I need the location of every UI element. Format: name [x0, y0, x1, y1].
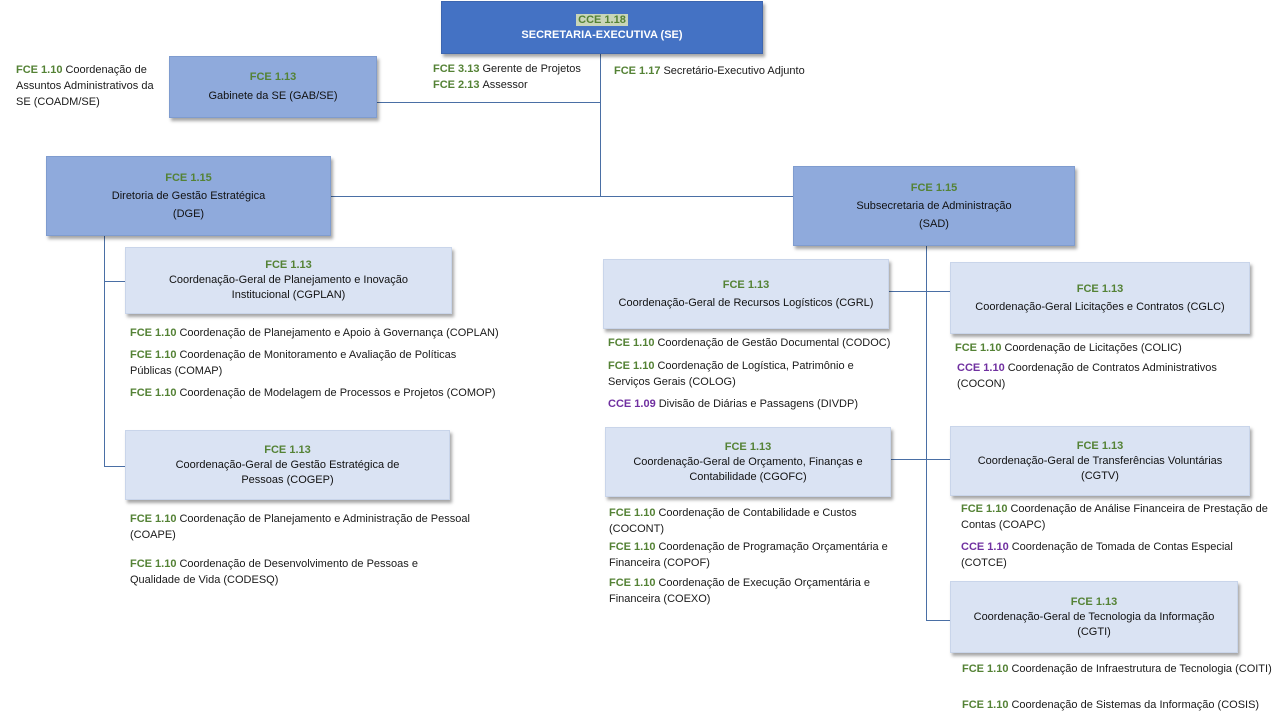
- connector-dge-vertical: [104, 236, 105, 466]
- cgplan-box[interactable]: FCE 1.13 Coordenação-Geral de Planejamen…: [125, 247, 452, 314]
- connector-sad-vertical: [926, 246, 927, 620]
- cgrl-box[interactable]: FCE 1.13 Coordenação-Geral de Recursos L…: [603, 259, 889, 329]
- cgti-box[interactable]: FCE 1.13 Coordenação-Geral de Tecnologia…: [950, 581, 1238, 653]
- connector-se-vertical: [600, 54, 601, 196]
- cgtv-box[interactable]: FCE 1.13 Coordenação-Geral de Transferên…: [950, 426, 1250, 496]
- sad-box[interactable]: FCE 1.15 Subsecretaria de Administração …: [793, 166, 1075, 246]
- se-name: SECRETARIA-EXECUTIVA (SE): [521, 28, 683, 41]
- cogep-box[interactable]: FCE 1.13 Coordenação-Geral de Gestão Est…: [125, 430, 450, 500]
- connector-dge-sad: [331, 196, 793, 197]
- connector-cgplan: [104, 281, 125, 282]
- connector-cogep: [104, 466, 125, 467]
- cgofc-box[interactable]: FCE 1.13 Coordenação-Geral de Orçamento,…: [605, 427, 891, 497]
- connector-cgofc-cgtv: [891, 459, 950, 460]
- gab-box[interactable]: FCE 1.13 Gabinete da SE (GAB/SE): [169, 56, 377, 118]
- connector-cgrl-cglc: [889, 291, 950, 292]
- connector-cgti: [926, 620, 950, 621]
- connector-gab: [377, 102, 601, 103]
- se-box[interactable]: CCE 1.18 SECRETARIA-EXECUTIVA (SE): [441, 1, 763, 54]
- se-code: CCE 1.18: [576, 13, 628, 26]
- dge-box[interactable]: FCE 1.15 Diretoria de Gestão Estratégica…: [46, 156, 331, 236]
- cglc-box[interactable]: FCE 1.13 Coordenação-Geral Licitações e …: [950, 262, 1250, 334]
